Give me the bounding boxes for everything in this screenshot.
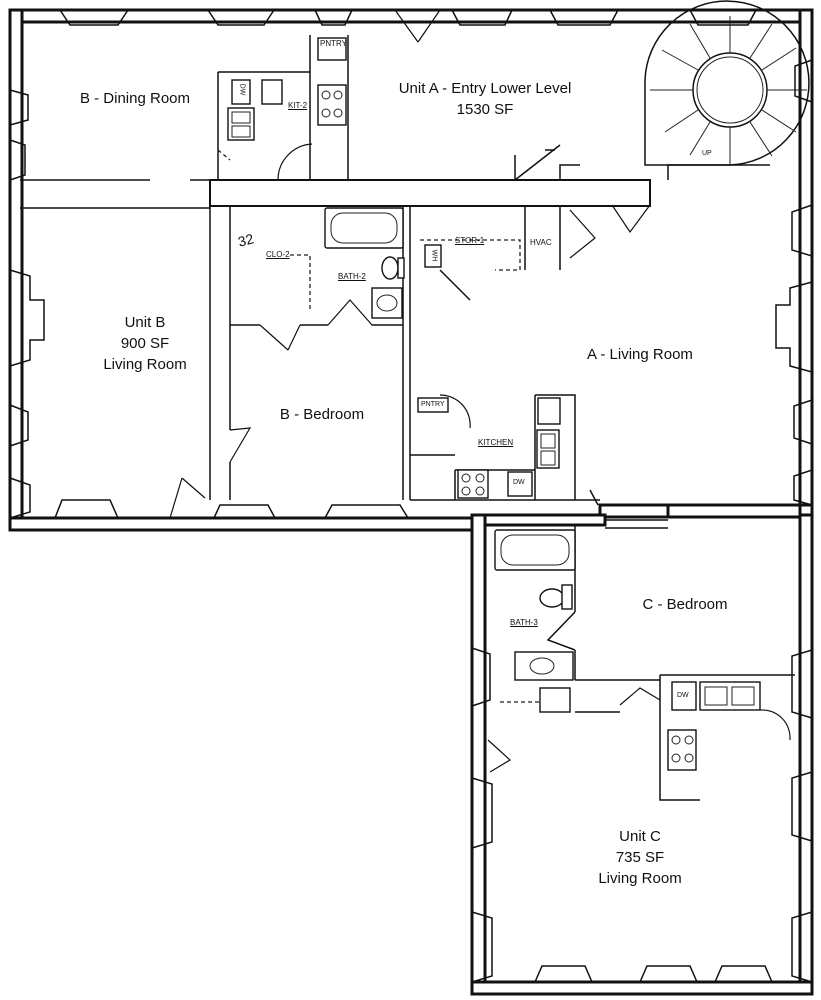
tag-bath2: BATH-2: [338, 272, 366, 281]
tag-pntry-mid: PNTRY: [421, 401, 445, 408]
room-name-text: Unit B: [124, 314, 166, 331]
tag-kitchen: KITCHEN: [478, 438, 514, 447]
room-name-text: Unit C: [619, 828, 661, 845]
tag-dw-c: DW: [677, 692, 689, 699]
room-name-text: A - Living Room: [587, 346, 693, 363]
tag-kit2: KIT-2: [288, 101, 308, 110]
room-label-unit-b: Unit B 900 SF Living Room: [80, 312, 210, 375]
tag-hvac: HVAC: [530, 238, 552, 247]
left-window-bays: [9, 89, 45, 519]
room-name-text: Living Room: [103, 356, 187, 373]
tag-stor1: STOR-1: [455, 236, 485, 245]
room-label-b-bedroom: B - Bedroom: [262, 404, 382, 425]
room-name-text: B - Dining Room: [79, 90, 191, 107]
room-name-text: Living Room: [598, 870, 682, 887]
tag-wh: WH: [430, 249, 438, 262]
tag-pntry-top: PNTRY: [320, 39, 347, 48]
tag-clo2: CLO-2: [266, 250, 290, 259]
tag-dw-top: DW: [238, 83, 246, 96]
room-name-text: B - Bedroom: [279, 406, 365, 423]
hand-marks: [217, 149, 599, 506]
spiral-staircase: [644, 0, 810, 166]
fixtures-upper: [227, 37, 561, 499]
fixtures-lower: [494, 529, 761, 771]
tag-dw-mid: DW: [513, 479, 525, 486]
room-area-text: 900 SF: [120, 335, 170, 352]
room-area-text: 1530 SF: [456, 101, 514, 118]
room-label-a-living: A - Living Room: [570, 344, 710, 365]
room-name-text: C - Bedroom: [642, 596, 728, 613]
room-label-c-bedroom: C - Bedroom: [625, 594, 745, 615]
top-window-bays: [59, 9, 757, 43]
room-area-text: 735 SF: [615, 849, 665, 866]
tag-bath3: BATH-3: [510, 618, 538, 627]
room-name-text: Unit A - Entry Lower Level: [398, 80, 572, 97]
room-label-unit-a: Unit A - Entry Lower Level 1530 SF: [390, 78, 580, 120]
lower-window-bays: [471, 647, 813, 983]
bottom-window-bays-upper: [54, 477, 409, 519]
right-window-bays-upper: [775, 59, 813, 506]
room-label-unit-c: Unit C 735 SF Living Room: [585, 826, 695, 889]
lower-outer-walls: [470, 503, 814, 996]
tag-up: UP: [702, 150, 712, 157]
interior-walls-upper: [20, 35, 770, 501]
room-label-b-dining: B - Dining Room: [60, 88, 210, 109]
